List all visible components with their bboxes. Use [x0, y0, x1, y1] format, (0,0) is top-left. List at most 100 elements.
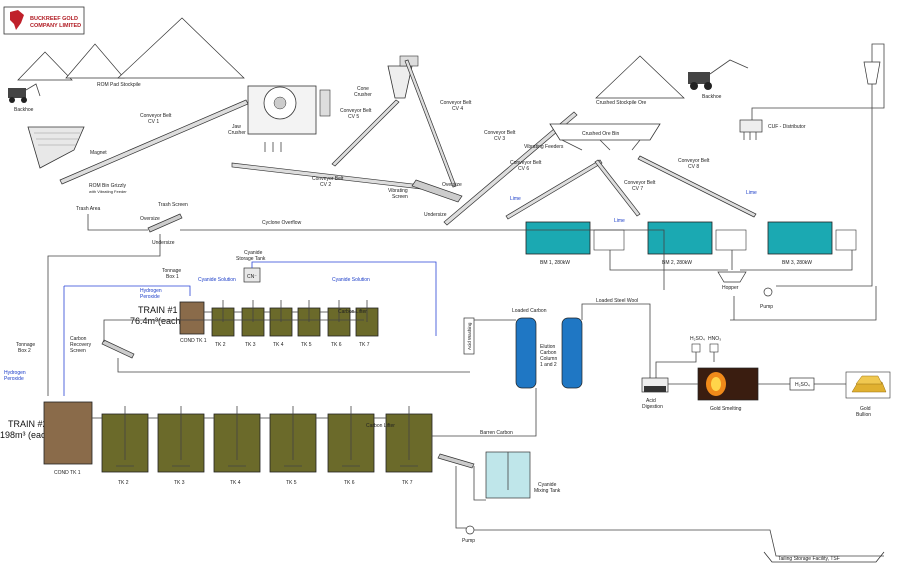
h2o2-label-2a: Hydrogen: [4, 370, 26, 376]
loaded-steel-label: Loaded Steel Wool: [596, 298, 638, 304]
vib-label-b: Screen: [392, 194, 408, 200]
train2-tank-label: TK 2: [118, 480, 129, 486]
backhoe-icon-2: [688, 72, 710, 84]
cv5-label-a: Conveyor Belt: [340, 108, 372, 114]
lime1-label: Lime: [510, 196, 521, 202]
cyanide-storage-label-a: Cyanide: [244, 250, 263, 256]
cv8-label-a: Conveyor Belt: [678, 158, 710, 164]
bullion-label-a: Gold: [860, 406, 871, 412]
bm2-label: BM 2, 280kW: [662, 260, 692, 266]
hno3-label: HNO₃: [708, 336, 721, 342]
cyanide-solution-label-2: Cyanide Solution: [332, 277, 370, 283]
cyanide-storage-label-b: Storage Tank: [236, 256, 266, 262]
conveyor-belt-cv4: [404, 59, 457, 188]
jaw-crusher: Jaw Crusher: [228, 85, 331, 152]
acid-digestion-label-b: Digestion: [642, 404, 663, 410]
bullion-label-b: Bullion: [856, 412, 871, 418]
tsf-outline: [763, 551, 885, 563]
cv1-label-a: Conveyor Belt: [140, 113, 172, 119]
ball-mill-1: BM 1, 280kW Lime: [510, 196, 625, 266]
bm3-label: BM 3, 280kW: [782, 260, 812, 266]
hopper: [717, 271, 747, 283]
crushed-ore-bin: Crushed Ore Bin Vibrating Feeders: [524, 123, 661, 151]
vib-label-a: Vibrating: [388, 188, 408, 194]
tailings-line: [474, 529, 884, 557]
mill-pump-label: Pump: [760, 304, 773, 310]
trash-screen-label: Trash Screen: [158, 202, 188, 208]
ball-mill-2: BM 2, 280kW Lime: [614, 218, 747, 266]
train1-title: TRAIN #1: [138, 305, 178, 315]
train2-lifter-label: Carbon Lifter: [366, 423, 395, 429]
trash-undersize-label: Undersize: [152, 240, 175, 246]
magnet-label: Magnet: [90, 150, 107, 156]
train1-cond-tank: [179, 301, 205, 335]
crs-label-a: Carbon: [70, 336, 87, 342]
cv7-label-a: Conveyor Belt: [624, 180, 656, 186]
train2-tank-label: TK 6: [344, 480, 355, 486]
lime3-label: Lime: [746, 190, 757, 196]
cv2-label-a: Conveyor Belt: [312, 176, 344, 182]
backhoe-left-label: Backhoe: [14, 107, 34, 113]
cyanide-solution-line: [63, 261, 437, 396]
tonnage-box2-label-a: Tonnage: [16, 342, 35, 348]
train2-tank-label: TK 7: [402, 480, 413, 486]
cv8-label-b: CV 8: [688, 164, 699, 170]
train1-tank-label: TK 7: [359, 342, 370, 348]
acid-washing-label: Acid Washing: [467, 322, 472, 350]
train2-cond-label: COND TK 1: [54, 470, 81, 476]
cv6-label-b: CV 6: [518, 166, 529, 172]
bm1-label: BM 1, 280kW: [540, 260, 570, 266]
train2-title: TRAIN #2,: [8, 419, 50, 429]
rom-bin-sub-label: with Vibrating Feeder: [89, 189, 127, 194]
cone-label-a: Cone: [357, 86, 369, 92]
cv7-label-b: CV 7: [632, 186, 643, 192]
cv1-label-b: CV 1: [148, 119, 159, 125]
ball-mills: BM 1, 280kW Lime BM 2, 280kW Lime BM 3, …: [510, 190, 857, 310]
rom-bin-label: ROM Bin Grizzly: [89, 183, 126, 189]
jaw-label-a: Jaw: [232, 124, 241, 130]
crushed-ore-stockpile: Crushed Stockpile Ore: [595, 55, 685, 106]
train1-lifter-label: Carbon Lifter: [338, 309, 367, 315]
train2-cond-tank: [43, 401, 93, 465]
conveyor-belt-cv6: [505, 159, 603, 220]
cone-crusher: Cone Crusher: [354, 55, 419, 99]
h2so4-label: H₂SO₄: [690, 336, 705, 342]
cv6-label-a: Conveyor Belt: [510, 160, 542, 166]
conveyor-belt-cv5: [331, 99, 400, 167]
rom-pad-stockpile: ROM Pad Stockpile: [17, 17, 245, 88]
elution-label-a: Elution: [540, 344, 556, 350]
train1-tank-label: TK 4: [273, 342, 284, 348]
tonnage-box2-label-b: Box 2: [18, 348, 31, 354]
elution-label-d: 1 and 2: [540, 362, 557, 368]
train1-tank-label: TK 3: [245, 342, 256, 348]
cuf-distributor: CUF - Distributor: [739, 119, 806, 140]
backhoe-icon: [8, 88, 26, 98]
ball-mill-3: BM 3, 280kW Lime: [746, 190, 857, 266]
carbon-recovery-screen: Carbon Recovery Screen: [70, 319, 470, 373]
trash-screen: Trash Screen Trash Area Oversize Undersi…: [47, 202, 188, 396]
tailings-pump-icon: [465, 525, 475, 535]
elution-columns: Elution Carbon Column 1 and 2 Loaded Car…: [420, 298, 651, 437]
acid-digestion-label-a: Acid: [646, 398, 656, 404]
safety-screen: [437, 453, 475, 469]
trash-area-label: Trash Area: [76, 206, 100, 212]
acid-washing-column: [463, 317, 475, 355]
mill-pump-icon: [763, 287, 773, 297]
h2o2-label-2b: Peroxide: [4, 376, 24, 382]
mixing-label-a: Cyanide: [538, 482, 557, 488]
rom-bin-grizzly: Magnet ROM Bin Grizzly with Vibrating Fe…: [27, 126, 127, 194]
mixing-label-b: Mixing Tank: [534, 488, 561, 494]
train1-tank-label: TK 5: [301, 342, 312, 348]
logo-line2: COMPANY LIMITED: [30, 23, 81, 29]
company-logo: BUCKREEF GOLD COMPANY LIMITED: [3, 6, 85, 35]
hopper-label: Hopper: [722, 285, 739, 291]
h2o2-label-1a: Hydrogen: [140, 288, 162, 294]
tonnage-box1-label-a: Tonnage: [162, 268, 181, 274]
vib-undersize-label: Undersize: [424, 212, 447, 218]
backhoe-right-label: Backhoe: [702, 94, 722, 100]
cv2-label-b: CV 2: [320, 182, 331, 188]
tonnage-box1-label-b: Box 1: [166, 274, 179, 280]
africa-map-icon: [10, 10, 24, 30]
